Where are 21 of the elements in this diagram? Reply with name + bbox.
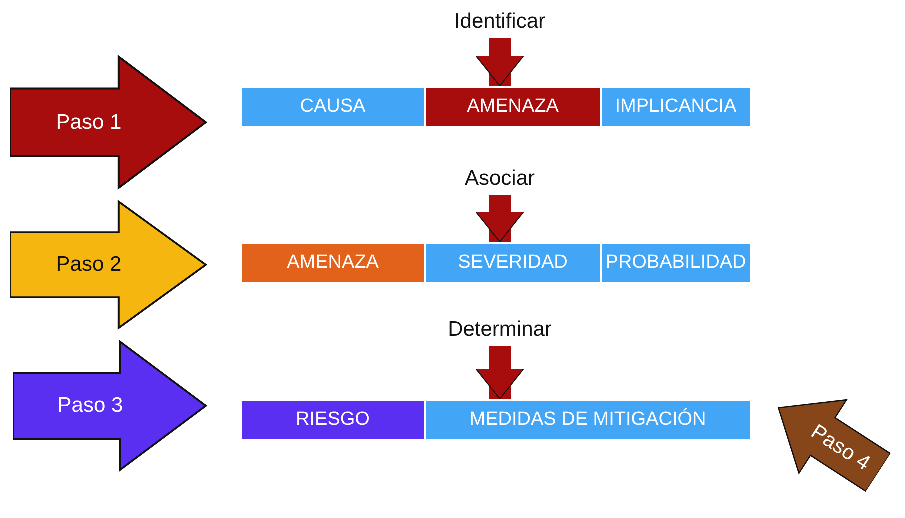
step-label: Paso 1 — [56, 110, 122, 134]
step-shape — [13, 340, 208, 472]
table-cell: PROBABILIDAD — [602, 244, 750, 282]
table-cell: AMENAZA — [242, 244, 424, 282]
arrow — [476, 195, 524, 242]
table-cell: SEVERIDAD — [426, 244, 600, 282]
table-cell: RIESGO — [242, 401, 424, 439]
step-label: Asociar — [440, 165, 560, 193]
table-cell: IMPLICANCIA — [602, 88, 750, 126]
arrow — [476, 346, 524, 400]
step-shape — [10, 55, 208, 190]
step-shape — [10, 200, 208, 330]
step-label: Determinar — [430, 316, 570, 344]
table-cell: CAUSA — [242, 88, 424, 126]
table-cell: AMENAZA — [426, 88, 600, 126]
step-label: Identificar — [420, 8, 580, 36]
step-label: Paso 3 — [58, 394, 124, 418]
step-label: Paso 2 — [56, 253, 122, 277]
table-cell: MEDIDAS DE MITIGACIÓN — [426, 401, 750, 439]
arrow — [476, 38, 524, 86]
step-label: Paso 4 — [806, 420, 875, 476]
